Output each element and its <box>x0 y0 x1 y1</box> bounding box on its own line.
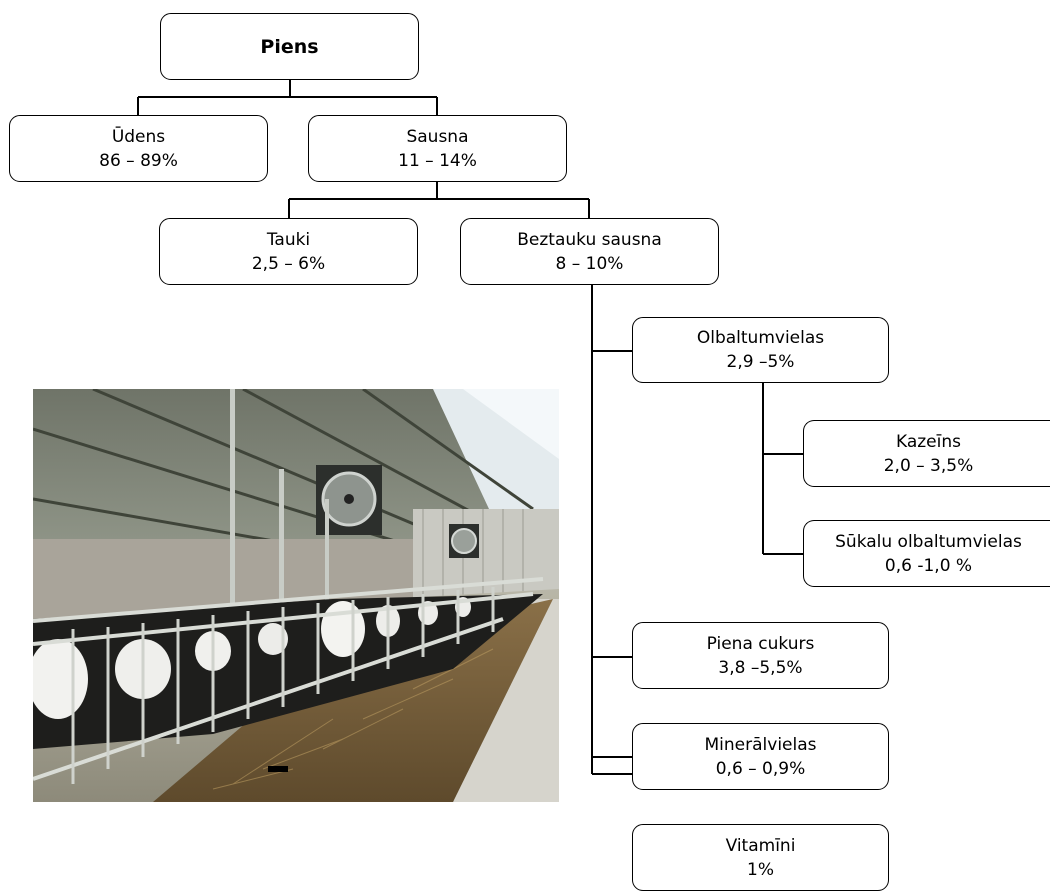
node-tauki-value: 2,5 – 6% <box>251 253 326 274</box>
node-sausna: Sausna 11 – 14% <box>308 115 567 182</box>
node-mineralvielas-value: 0,6 – 0,9% <box>715 758 806 779</box>
node-sukalu-olbaltumvielas-value: 0,6 -1,0 % <box>884 555 973 576</box>
node-kazeins: Kazeīns 2,0 – 3,5% <box>803 420 1050 487</box>
node-udens-label: Ūdens <box>111 126 166 147</box>
node-olbaltumvielas: Olbaltumvielas 2,9 –5% <box>632 317 889 383</box>
node-vitamini-value: 1% <box>747 859 774 880</box>
node-tauki-label: Tauki <box>266 229 311 250</box>
node-piena-cukurs-value: 3,8 –5,5% <box>718 657 803 678</box>
node-piens: Piens <box>160 13 419 80</box>
node-olbaltumvielas-value: 2,9 –5% <box>726 352 795 372</box>
node-kazeins-label: Kazeīns <box>895 431 961 452</box>
node-piena-cukurs-label: Piena cukurs <box>706 633 815 654</box>
node-beztauku-sausna: Beztauku sausna 8 – 10% <box>460 218 719 285</box>
node-beztauku-sausna-value: 8 – 10% <box>555 253 624 274</box>
node-sausna-label: Sausna <box>406 126 469 147</box>
node-beztauku-sausna-label: Beztauku sausna <box>517 229 662 250</box>
barn-photo <box>33 389 559 802</box>
node-vitamini: Vitamīni 1% <box>632 824 889 891</box>
node-udens-value: 86 – 89% <box>99 150 178 171</box>
node-piena-cukurs: Piena cukurs 3,8 –5,5% <box>632 622 889 689</box>
node-piens-label: Piens <box>260 35 319 58</box>
node-sukalu-olbaltumvielas-label: Sūkalu olbaltumvielas <box>835 531 1022 552</box>
node-mineralvielas-label: Minerālvielas <box>704 734 817 755</box>
node-kazeins-value: 2,0 – 3,5% <box>883 455 974 476</box>
node-olbaltumvielas-label: Olbaltumvielas <box>696 328 825 348</box>
node-sausna-value: 11 – 14% <box>398 150 477 171</box>
node-mineralvielas: Minerālvielas 0,6 – 0,9% <box>632 723 889 790</box>
node-udens: Ūdens 86 – 89% <box>9 115 268 182</box>
node-vitamini-label: Vitamīni <box>725 835 796 856</box>
barn-photo-illustration <box>33 389 559 802</box>
node-tauki: Tauki 2,5 – 6% <box>159 218 418 285</box>
node-sukalu-olbaltumvielas: Sūkalu olbaltumvielas 0,6 -1,0 % <box>803 520 1050 587</box>
